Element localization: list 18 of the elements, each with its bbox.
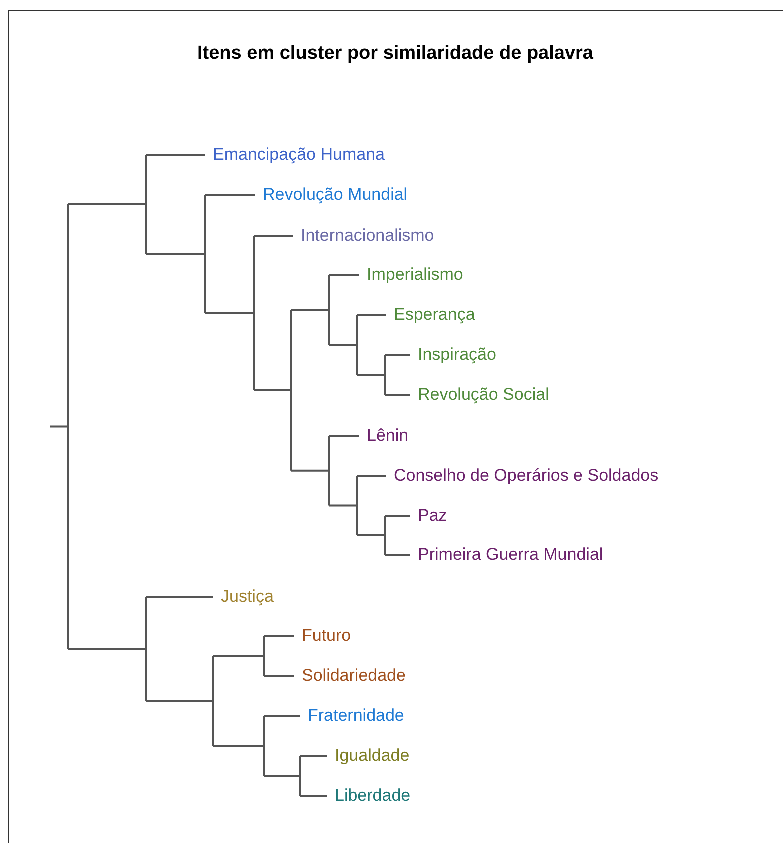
leaf-label: Revolução Mundial: [263, 185, 408, 205]
leaf-label: Primeira Guerra Mundial: [418, 545, 604, 565]
leaf-label: Internacionalismo: [301, 226, 434, 246]
leaf-label: Inspiração: [418, 345, 496, 365]
leaf-label: Revolução Social: [418, 385, 550, 405]
leaf-label: Paz: [418, 506, 448, 526]
leaf-label: Lênin: [367, 426, 409, 446]
leaf-label: Fraternidade: [308, 706, 404, 726]
leaf-label: Emancipação Humana: [213, 145, 385, 165]
leaf-label: Solidariedade: [302, 666, 406, 686]
leaf-label: Conselho de Operários e Soldados: [394, 466, 659, 486]
leaf-label: Imperialismo: [367, 265, 464, 285]
chart-title: Itens em cluster por similaridade de palavra: [196, 42, 594, 66]
leaf-label: Futuro: [302, 626, 352, 646]
leaf-label: Esperança: [394, 305, 476, 325]
leaf-label: Justiça: [221, 587, 274, 607]
leaf-label: Liberdade: [335, 786, 411, 806]
leaf-label: Igualdade: [335, 746, 410, 766]
